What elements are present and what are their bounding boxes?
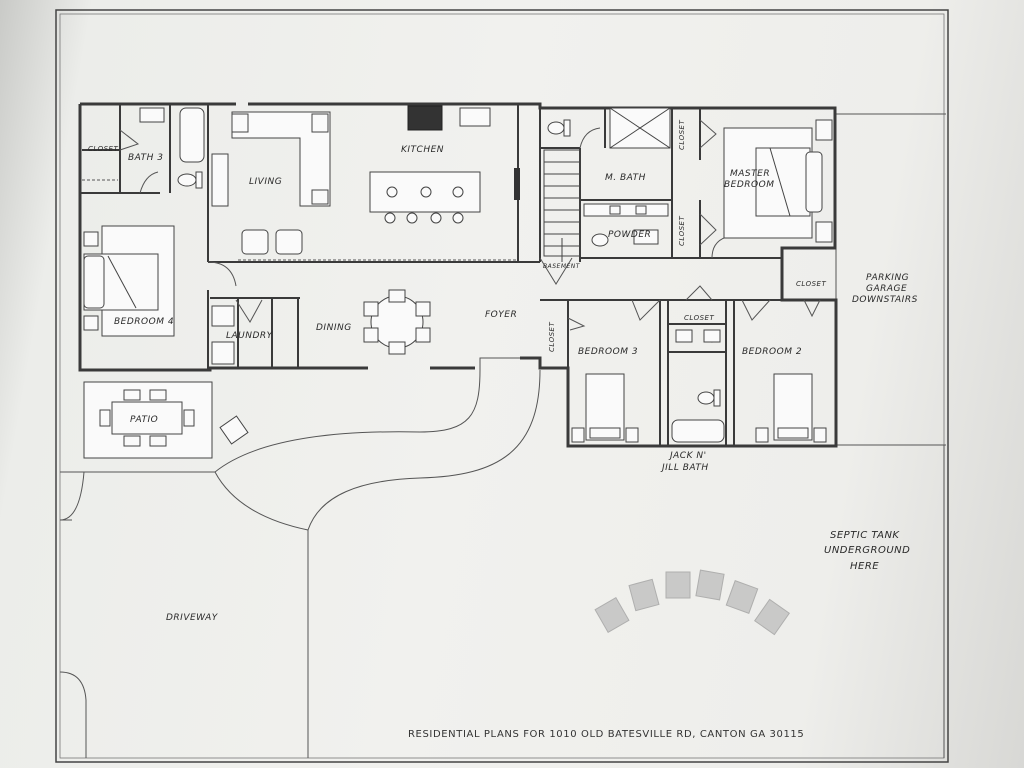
label-closet-foyer: CLOSET xyxy=(548,322,556,352)
label-closet-jj: CLOSET xyxy=(684,314,714,322)
label-jack-jill-line2: JILL BATH xyxy=(660,463,709,473)
label-closet-mb-bottom: CLOSET xyxy=(678,216,686,246)
site-labels: PARKING GARAGE DOWNSTAIRS SEPTIC TANK UN… xyxy=(166,273,918,623)
label-septic-line3: HERE xyxy=(850,561,879,572)
furniture xyxy=(83,105,833,636)
label-living: LIVING xyxy=(249,177,282,187)
room-labels: CLOSET BATH 3 LIVING KITCHEN M. BATH CLO… xyxy=(88,120,826,473)
label-dining: DINING xyxy=(316,323,352,333)
label-jack-jill-line1: JACK N' xyxy=(668,451,707,461)
label-kitchen: KITCHEN xyxy=(401,145,444,155)
driveway-curves xyxy=(214,357,541,531)
label-closet-nw: CLOSET xyxy=(88,145,118,153)
label-bath3: BATH 3 xyxy=(128,153,164,163)
label-septic-line1: SEPTIC TANK xyxy=(830,530,900,541)
septic-chairs xyxy=(594,569,790,636)
outer-border xyxy=(55,9,949,763)
door-swings xyxy=(119,119,821,343)
title-block: RESIDENTIAL PLANS FOR 1010 OLD BATESVILL… xyxy=(408,729,804,740)
stairs xyxy=(543,149,581,262)
label-parking-line1: PARKING xyxy=(866,273,909,283)
label-bedroom4: BEDROOM 4 xyxy=(114,317,174,327)
label-powder: POWDER xyxy=(608,230,651,240)
house-walls xyxy=(78,102,838,448)
sofa-cushion xyxy=(231,113,249,133)
label-foyer: FOYER xyxy=(485,310,517,320)
label-basement: BASEMENT xyxy=(543,263,581,270)
label-closet-b2: CLOSET xyxy=(796,280,826,288)
inner-border xyxy=(59,13,945,759)
label-driveway: DRIVEWAY xyxy=(166,613,219,623)
label-parking-line3: DOWNSTAIRS xyxy=(852,295,918,305)
label-laundry: LAUNDRY xyxy=(226,331,274,341)
label-bedroom3: BEDROOM 3 xyxy=(578,347,638,357)
label-closet-mb-top: CLOSET xyxy=(678,120,686,150)
label-patio: PATIO xyxy=(130,415,158,425)
label-bedroom2: BEDROOM 2 xyxy=(742,347,802,357)
opening-lines xyxy=(82,179,516,261)
label-m-bath: M. BATH xyxy=(605,173,646,183)
label-master-line2: BEDROOM xyxy=(724,180,774,190)
label-septic-line2: UNDERGROUND xyxy=(824,545,910,556)
label-master-line1: MASTER xyxy=(730,169,770,179)
label-parking-line2: GARAGE xyxy=(866,284,907,294)
